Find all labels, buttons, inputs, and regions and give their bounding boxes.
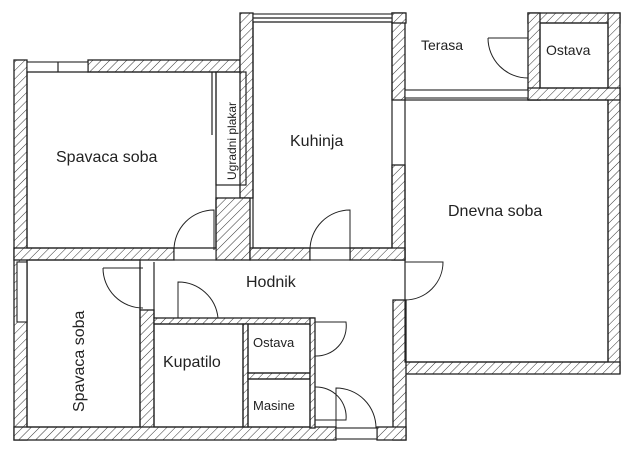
- walls: [13, 12, 621, 441]
- built-in-closet: [215, 71, 247, 186]
- room-outlines: [26, 21, 609, 428]
- label-hallway: Hodnik: [246, 274, 297, 291]
- label-machines: Masine: [253, 398, 295, 413]
- room-labels: Spavaca soba Ugradni plakar Kuhinja Tera…: [56, 37, 591, 413]
- label-storage-hall: Ostava: [253, 335, 295, 350]
- label-built-in-closet: Ugradni plakar: [225, 102, 239, 180]
- label-bedroom-2: Spavaca soba: [71, 310, 88, 412]
- label-bedroom-1: Spavaca soba: [56, 149, 158, 166]
- label-bathroom: Kupatilo: [163, 354, 221, 371]
- label-terrace: Terasa: [421, 37, 463, 53]
- label-kitchen: Kuhinja: [290, 133, 343, 150]
- doors: [102, 37, 529, 429]
- label-living-room: Dnevna soba: [448, 203, 542, 220]
- label-storage-terrace: Ostava: [546, 42, 591, 58]
